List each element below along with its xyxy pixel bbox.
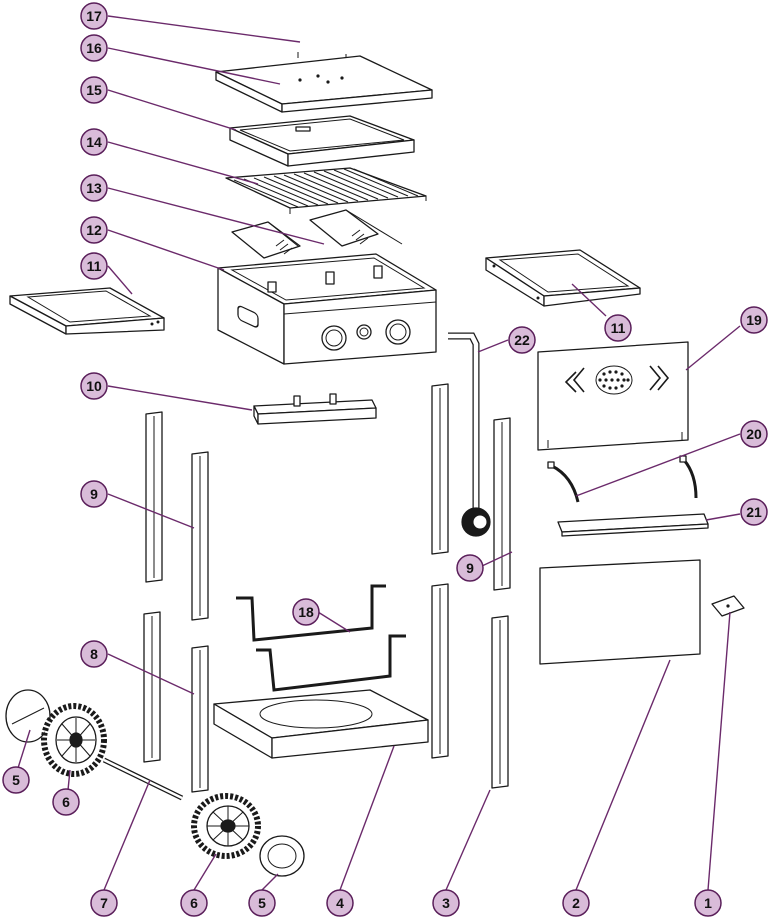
callout-20: 20 [740,420,768,448]
callout-4: 4 [326,889,354,917]
grease-tray-part [253,393,377,425]
hubcap-left-part [5,689,51,743]
lid-handle-part [296,22,348,60]
callout-18-label: 18 [298,604,314,620]
callout-10-label: 10 [86,378,102,394]
callout-11-left-label: 11 [87,258,102,274]
callout-4-label: 4 [336,895,344,911]
callout-20-label: 20 [746,426,762,442]
callout-5-bottom: 5 [248,889,276,917]
firebox-part [217,253,437,365]
callout-22-label: 22 [514,332,530,348]
gas-pipe-part [448,332,491,537]
wheel-left-part [41,703,107,777]
callout-7: 7 [90,889,118,917]
bottom-shelf-part [213,689,429,759]
callout-19-label: 19 [746,312,762,328]
shelf-rail-part [557,513,709,537]
callout-8: 8 [80,640,108,668]
callout-9-left: 9 [80,480,108,508]
callout-17: 17 [80,2,108,30]
callout-19: 19 [740,306,768,334]
callout-2-label: 2 [572,895,580,911]
callout-1: 1 [694,889,722,917]
cross-supports-part [236,584,406,692]
callout-13-label: 13 [86,180,102,196]
callout-3-label: 3 [442,895,450,911]
callout-10: 10 [80,372,108,400]
callout-8-label: 8 [90,646,98,662]
door-panel-part [539,559,701,665]
callout-15: 15 [80,76,108,104]
small-plate-part [711,595,745,617]
callout-16: 16 [80,34,108,62]
callout-3: 3 [432,889,460,917]
callout-21-label: 21 [746,504,762,520]
callout-15-label: 15 [86,82,102,98]
callout-5-left: 5 [2,766,30,794]
callout-12-label: 12 [86,222,102,238]
callout-18: 18 [292,598,320,626]
callout-11-right: 11 [604,314,632,342]
wheel-bottom-part [191,793,261,859]
callout-5-bottom-label: 5 [258,895,266,911]
callout-7-label: 7 [100,895,108,911]
callout-6-bottom-label: 6 [190,895,198,911]
callout-12: 12 [80,216,108,244]
lid-plate-part [215,55,433,113]
callout-17-label: 17 [86,8,102,24]
callout-11-right-label: 11 [611,320,626,336]
back-panel-part [537,341,689,451]
callout-14-label: 14 [86,134,102,150]
side-shelf-right-part [485,249,641,307]
leader-lines [17,15,741,891]
callout-9-left-label: 9 [90,486,98,502]
callout-2: 2 [562,889,590,917]
side-shelf-left-part [9,287,165,335]
callout-9-right-label: 9 [466,560,474,576]
callout-6-left: 6 [52,788,80,816]
callout-16-label: 16 [86,40,102,56]
curved-brackets-part [547,455,698,503]
callout-1-label: 1 [704,895,712,911]
axle-part [102,757,184,801]
callout-14: 14 [80,128,108,156]
flame-tamer-part [231,209,403,259]
upper-legs-part [145,383,511,621]
griddle-pan-part [229,115,415,167]
hubcap-bottom-part [259,835,305,877]
callout-22: 22 [508,326,536,354]
callout-6-left-label: 6 [62,794,70,810]
callout-13: 13 [80,174,108,202]
callout-21: 21 [740,498,768,526]
callout-11-left: 11 [80,252,108,280]
callout-9-right: 9 [456,554,484,582]
callout-5-left-label: 5 [12,772,20,788]
grill-grate-part [225,167,427,214]
callout-6-bottom: 6 [180,889,208,917]
lower-legs-part [143,583,509,793]
